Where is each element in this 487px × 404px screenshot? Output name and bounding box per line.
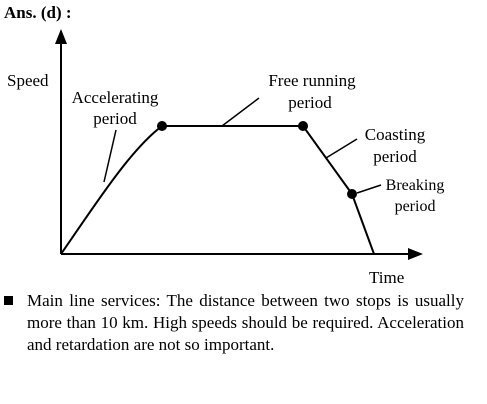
x-axis-arrowhead	[408, 248, 423, 260]
x-axis-label: Time	[369, 268, 404, 287]
free-running-label-line2: period	[288, 93, 332, 112]
note-text: Main line services: The distance between…	[27, 291, 464, 354]
y-axis-arrowhead	[55, 29, 67, 44]
braking-label-line2: period	[395, 198, 436, 215]
main-line-services-note: Main line services: The distance between…	[4, 290, 464, 356]
speed-curve	[60, 125, 375, 255]
y-axis-label: Speed	[7, 71, 49, 90]
coasting-label-line2: period	[373, 147, 417, 166]
coasting-label-line1: Coasting	[365, 125, 426, 144]
transition-point-coasting-end	[347, 189, 357, 199]
braking-leader-line	[356, 184, 382, 194]
square-bullet-icon	[4, 296, 13, 305]
answer-heading: Ans. (d) :	[4, 3, 72, 22]
braking-label-line1: Breaking	[386, 177, 445, 194]
speed-time-diagram: Speed Time Accelerating period Free runn…	[7, 29, 445, 287]
transition-point-acceleration-end	[157, 121, 167, 131]
transition-point-free-running-end	[298, 121, 308, 131]
free-running-leader-line	[221, 97, 260, 127]
accelerating-label-line1: Accelerating	[72, 88, 159, 107]
accelerating-label-line2: period	[93, 109, 137, 128]
coasting-leader-line	[325, 138, 358, 159]
accelerating-leader-line	[103, 129, 117, 183]
free-running-label-line1: Free running	[268, 71, 356, 90]
